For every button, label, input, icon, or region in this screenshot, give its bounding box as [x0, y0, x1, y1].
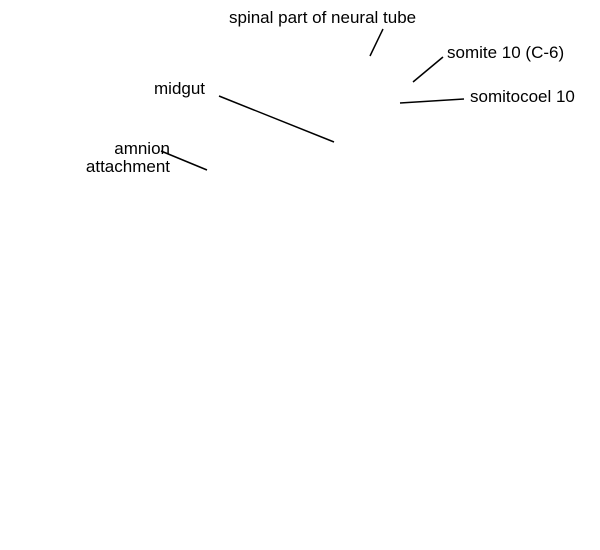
leader-line-spinal-neural-tube [369, 28, 384, 57]
label-amnion-attachment: amnion attachment [60, 140, 170, 176]
leader-line-amnion-attachment [160, 150, 208, 171]
leader-line-midgut [218, 95, 335, 143]
label-amnion-line1: amnion [114, 139, 170, 158]
label-midgut: midgut [154, 79, 206, 98]
label-spinal-neural-tube: spinal part of neural tube [229, 8, 417, 27]
label-amnion-line2: attachment [85, 157, 170, 176]
label-somite: somite 10 (C-6) [447, 43, 565, 62]
leader-line-somitocoel [399, 98, 465, 104]
leader-line-somite [412, 56, 444, 83]
label-somitocoel: somitocoel 10 [470, 87, 575, 106]
